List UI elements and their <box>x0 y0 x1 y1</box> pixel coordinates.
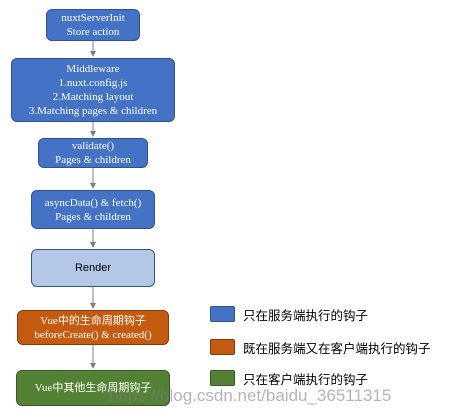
legend-label-server: 只在服务端执行的钩子 <box>243 308 369 323</box>
node-server-init-line-2: Store action <box>66 26 120 38</box>
node-vue-hooks-line-1: Vue中的生命周期钩子 <box>40 314 146 327</box>
node-vue-other-hooks: Vue中其他生命周期钩子 <box>16 370 170 406</box>
node-async-data: asyncData() & fetch() Pages & children <box>31 190 155 229</box>
node-vue-lifecycle-hooks: Vue中的生命周期钩子 beforeCreate() & created() <box>17 310 169 345</box>
node-middleware-line-4: 3.Matching pages & children <box>28 105 158 117</box>
watermark: https://blog.csdn.net/baidu_36511315 <box>109 386 392 405</box>
node-render-label: Render <box>74 262 112 274</box>
node-middleware: Middleware 1.nuxt.config.js 2.Matching l… <box>11 58 175 122</box>
node-vue-other-line-1: Vue中其他生命周期钩子 <box>34 382 152 394</box>
node-async-data-line-2: Pages & children <box>55 210 131 223</box>
node-vue-hooks-line-2: beforeCreate() & created() <box>34 328 152 341</box>
node-middleware-line-3: 2.Matching layout <box>52 91 134 103</box>
legend-label-both: 既在服务端又在客户端执行的钩子 <box>243 341 431 356</box>
node-validate-line-2: Pages & children <box>55 154 131 166</box>
legend-swatch-client <box>210 370 235 386</box>
legend-label-client: 只在客户端执行的钩子 <box>243 372 369 387</box>
legend-swatch-server <box>210 306 235 322</box>
node-middleware-line-2: 1.nuxt.config.js <box>58 77 128 89</box>
node-render: Render <box>31 249 155 287</box>
node-middleware-line-1: Middleware <box>66 63 120 75</box>
node-async-data-line-1: asyncData() & fetch() <box>44 196 142 209</box>
node-validate: validate() Pages & children <box>38 138 148 168</box>
node-validate-line-1: validate() <box>71 140 115 152</box>
node-server-init-line-1: nuxtServerInit <box>61 12 125 24</box>
legend-swatch-both <box>210 339 235 355</box>
node-nuxt-server-init: nuxtServerInit Store action <box>46 9 140 41</box>
